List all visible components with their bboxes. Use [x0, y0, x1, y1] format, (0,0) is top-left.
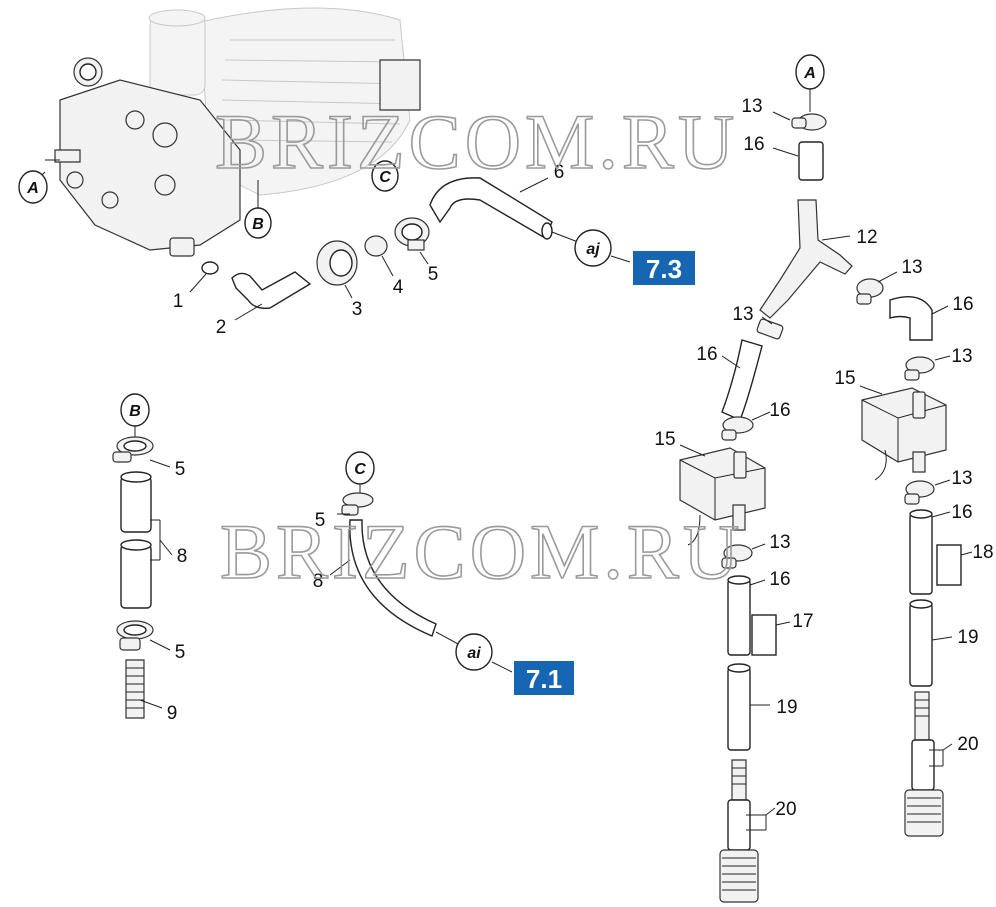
- left-column-assembly: B: [112, 393, 173, 719]
- part-number-17: 17: [792, 611, 813, 632]
- part-number-9: 9: [167, 703, 178, 724]
- part-number-20b: 20: [957, 734, 978, 755]
- part-number-8b: 8: [313, 571, 324, 592]
- part-number-13b: 13: [901, 257, 922, 278]
- part-number-8a: 8: [177, 546, 188, 567]
- elbow-fitting: [231, 271, 312, 310]
- part-number-16e: 16: [769, 569, 790, 590]
- callout-c-pump: C: [371, 160, 399, 192]
- callout-c-pump-label: C: [379, 169, 391, 186]
- part-number-5d: 5: [315, 510, 326, 531]
- label-17: [751, 614, 777, 656]
- label-18: [936, 544, 962, 586]
- middle-hose-assembly: C ai: [329, 451, 513, 673]
- t-piece: [759, 199, 853, 319]
- callout-c-mid-label: C: [354, 461, 366, 478]
- o-ring: [201, 261, 219, 275]
- part-number-16f: 16: [951, 502, 972, 523]
- reference-box-7-1: 7.1: [514, 661, 574, 695]
- part-number-20a: 20: [775, 799, 796, 820]
- watermark-top: BRIZCOM.RU: [215, 98, 738, 185]
- part-number-16c: 16: [696, 344, 717, 365]
- part-number-13a: 13: [741, 96, 762, 117]
- reference-7-1-label: 7.1: [526, 664, 562, 694]
- part-number-4: 4: [393, 277, 404, 298]
- part-number-16d: 16: [769, 400, 790, 421]
- solenoid-valve-right: [861, 387, 947, 463]
- callout-ai-label: ai: [467, 645, 481, 662]
- part-number-15b: 15: [834, 368, 855, 389]
- part-number-19b: 19: [957, 627, 978, 648]
- reference-7-3-label: 7.3: [646, 254, 682, 284]
- part-number-16b: 16: [952, 294, 973, 315]
- part-number-19a: 19: [776, 697, 797, 718]
- part-number-12: 12: [856, 227, 877, 248]
- part-number-13f: 13: [951, 468, 972, 489]
- part-number-18: 18: [972, 542, 993, 563]
- callout-a-left: A: [18, 159, 60, 204]
- part-number-13d: 13: [769, 532, 790, 553]
- part-number-16a: 16: [743, 134, 764, 155]
- reference-box-7-3: 7.3: [633, 251, 695, 285]
- part-number-2: 2: [216, 317, 227, 338]
- callout-b-pump-label: B: [252, 216, 264, 233]
- right-assembly: A: [679, 54, 973, 903]
- straight-hose: [349, 519, 437, 637]
- part-number-15a: 15: [654, 429, 675, 450]
- part-number-5b: 5: [175, 459, 186, 480]
- part-number-5a: 5: [428, 264, 439, 285]
- watermark-middle: BRIZCOM.RU: [220, 508, 743, 595]
- part-number-3: 3: [352, 299, 363, 320]
- top-row-parts: aj: [189, 177, 631, 321]
- part-number-13c: 13: [732, 304, 753, 325]
- callout-ai: [455, 633, 493, 671]
- part-number-1: 1: [173, 291, 184, 312]
- insert: [364, 235, 388, 257]
- pump-motor-assembly: [54, 7, 421, 257]
- bent-hose: [429, 177, 553, 240]
- callout-aj-label: aj: [586, 241, 600, 258]
- part-number-6: 6: [554, 162, 565, 183]
- callout-b-left-label: B: [129, 403, 141, 420]
- callout-aj: [574, 229, 612, 267]
- callout-b-pump: B: [244, 180, 272, 239]
- part-number-13e: 13: [951, 346, 972, 367]
- callout-a-top-label: A: [803, 65, 816, 82]
- callout-a-left-label: A: [26, 180, 39, 197]
- part-number-5c: 5: [175, 642, 186, 663]
